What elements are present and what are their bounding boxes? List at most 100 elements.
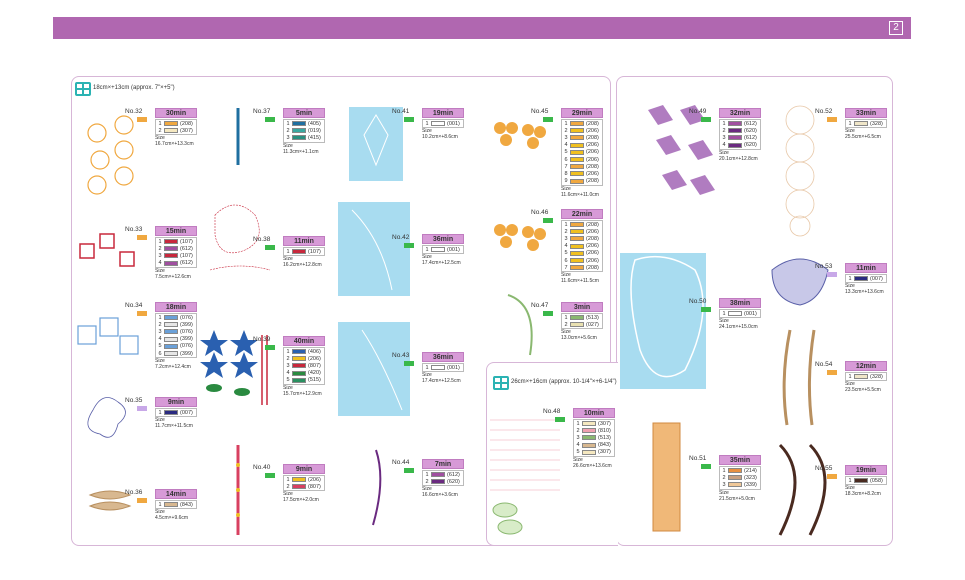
- thread-row: 1(612): [720, 120, 760, 127]
- thread-code: (208): [180, 120, 193, 127]
- thread-code: (107): [180, 238, 193, 245]
- thread-row: 4(399): [156, 336, 196, 343]
- thread-swatch: [292, 484, 306, 490]
- thread-swatch: [292, 128, 306, 134]
- thread-index: 2: [576, 427, 580, 434]
- thread-list: 1(328): [845, 119, 887, 129]
- pattern-number: No.49: [689, 108, 707, 115]
- size-value: 15.7cm×+12.9cm: [283, 391, 322, 397]
- thread-swatch: [728, 128, 742, 134]
- thread-row: 6(206): [562, 156, 602, 163]
- thread-code: (208): [586, 221, 599, 228]
- pattern-number: No.35: [125, 397, 143, 404]
- hoop-mark: [701, 117, 711, 122]
- size-label: Size: [155, 417, 165, 424]
- thread-index: 1: [425, 471, 429, 478]
- thread-index: 3: [576, 434, 580, 441]
- size-label: Size: [561, 185, 571, 192]
- pattern-number: No.39: [253, 336, 271, 343]
- stitch-time: 7min: [422, 459, 464, 469]
- size-label: Size: [573, 457, 583, 463]
- thread-row: 4(620): [720, 142, 760, 149]
- thread-list: 1(107)2(612)3(107)4(612): [155, 237, 197, 268]
- size-label: Size: [422, 372, 432, 379]
- thread-code: (208): [586, 163, 599, 170]
- thread-row: 1(406): [284, 348, 324, 355]
- size-label: Size: [561, 272, 571, 279]
- size-label: Size: [155, 135, 165, 142]
- pattern-number: No.42: [392, 234, 410, 241]
- thread-row: 1(513): [562, 314, 602, 321]
- thread-list: 1(513)2(027): [561, 313, 603, 330]
- size-label: Size: [422, 128, 432, 135]
- size-value: 11.7cm×+11.5cm: [155, 423, 193, 430]
- thread-row: 2(307): [156, 127, 196, 134]
- thread-list: 1(612)2(620)3(612)4(620): [719, 119, 761, 150]
- thread-code: (206): [586, 228, 599, 235]
- thread-swatch: [164, 128, 178, 134]
- thread-row: 1(058): [846, 477, 886, 484]
- thread-index: 3: [564, 134, 568, 141]
- size-value: 23.5cm×+5.5cm: [845, 387, 881, 394]
- thread-row: 1(107): [284, 248, 324, 255]
- thread-row: 9(208): [562, 178, 602, 185]
- thread-list: 1(107): [283, 247, 325, 257]
- size-label: Size: [719, 318, 729, 325]
- thread-row: 1(007): [846, 275, 886, 282]
- thread-swatch: [582, 421, 596, 427]
- thread-list: 1(076)2(399)3(076)4(399)5(076)6(399): [155, 313, 197, 359]
- thread-index: 8: [564, 170, 568, 177]
- hoop-icon: [493, 376, 509, 390]
- thread-swatch: [431, 365, 445, 371]
- thread-code: (208): [586, 178, 599, 185]
- thread-code: (323): [744, 474, 757, 481]
- thread-row: 3(107): [156, 252, 196, 259]
- stitch-time: 38min: [719, 298, 761, 308]
- thread-index: 3: [564, 235, 568, 242]
- thread-row: 2(807): [284, 483, 324, 490]
- thread-row: 3 (807): [284, 362, 324, 369]
- thread-row: 7(208): [562, 264, 602, 271]
- thread-index: 2: [564, 228, 568, 235]
- hoop-mark: [404, 243, 414, 248]
- thread-swatch: [854, 478, 868, 484]
- thread-index: 5: [158, 343, 162, 350]
- thread-index: 1: [564, 120, 568, 127]
- thread-row: 2 (206): [562, 228, 602, 235]
- thread-list: 1(208)2(206)3(208)4(206)5(206)6(206)7(20…: [561, 119, 603, 186]
- thread-code: (513): [586, 314, 599, 321]
- pattern-number: No.38: [253, 236, 271, 243]
- hoop-mark: [827, 474, 837, 479]
- thread-list: 1(001): [422, 119, 464, 129]
- thread-swatch: [582, 449, 596, 455]
- thread-code: (807): [308, 362, 321, 369]
- thread-swatch: [164, 239, 178, 245]
- size-label: Size: [283, 142, 293, 149]
- size-value: 17.4cm×+12.5cm: [422, 378, 461, 385]
- size-label: Size: [422, 254, 432, 261]
- thread-code: (307): [598, 449, 611, 456]
- thread-index: 3: [158, 328, 162, 335]
- thread-swatch: [164, 260, 178, 266]
- hoop-mark: [827, 370, 837, 375]
- thread-row: 5(076): [156, 343, 196, 350]
- thread-swatch: [570, 265, 584, 271]
- thread-swatch: [570, 315, 584, 321]
- thread-index: 3: [286, 362, 290, 369]
- thread-swatch: [570, 322, 584, 328]
- thread-swatch: [570, 135, 584, 141]
- hoop-mark: [827, 272, 837, 277]
- hoop-mark: [137, 311, 147, 316]
- pattern-number: No.45: [531, 108, 549, 115]
- stitch-time: 40min: [283, 336, 325, 346]
- pattern-number: No.50: [689, 298, 707, 305]
- thread-row: 1(206): [284, 476, 324, 483]
- size-label: Size: [845, 485, 855, 492]
- hoop-mark: [701, 464, 711, 469]
- thread-code: (001): [744, 310, 757, 317]
